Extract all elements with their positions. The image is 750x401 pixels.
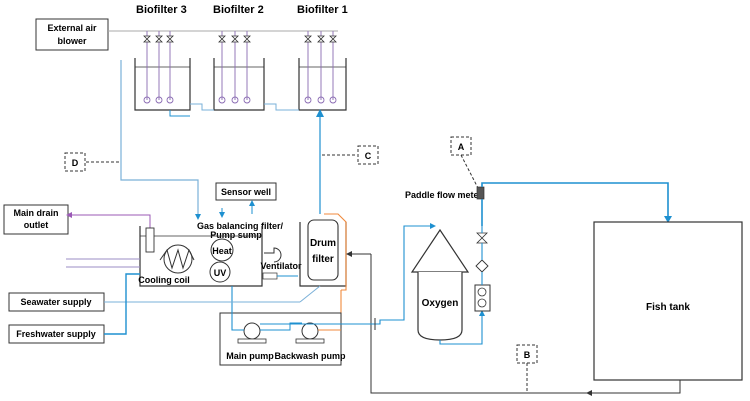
line-c-arrow (316, 109, 324, 117)
gas-balancing-label-2: Pump sump (210, 230, 262, 240)
ventilator: Ventilator (260, 247, 302, 280)
point-a-label: A (458, 142, 465, 152)
freshwater-supply-label: Freshwater supply (16, 329, 96, 339)
freshwater-supply: Freshwater supply (8, 324, 105, 344)
external-air-blower-label-1: External air (47, 23, 97, 33)
heater: Heat (210, 238, 234, 262)
drum-filter: Drum filter (299, 219, 347, 287)
point-d-marker: D (64, 152, 119, 172)
heat-label: Heat (212, 246, 232, 256)
main-drain-arrow (66, 212, 72, 218)
uv-unit: UV (209, 261, 231, 283)
uv-label: UV (214, 268, 227, 278)
oxygen-outlet-line (439, 312, 483, 345)
tank-return-arrow (586, 390, 592, 396)
point-d-label: D (72, 158, 79, 168)
external-air-blower: External air blower (35, 18, 109, 51)
biofilter-1-diffusers (304, 31, 337, 104)
biofilter-2-diffusers (218, 31, 251, 104)
drain-standpipe (145, 227, 155, 253)
cooling-coil-label: Cooling coil (138, 275, 190, 285)
main-drain-label-1: Main drain (13, 208, 58, 218)
main-drain-label-2: outlet (24, 220, 49, 230)
point-c-label: C (365, 151, 372, 161)
drum-inlet-arrow (346, 251, 352, 257)
point-c-marker: C (322, 145, 379, 165)
sump-to-main-pump (231, 286, 244, 331)
point-b-marker: B (516, 344, 538, 393)
seawater-supply: Seawater supply (8, 292, 105, 312)
biofilter-3-outflow (169, 110, 190, 117)
flow-instruments (474, 226, 491, 312)
oxygen-outlet-arrow (479, 310, 485, 316)
pump-crossover (260, 322, 302, 331)
point-a-marker: A (450, 136, 479, 189)
main-drain-line (68, 214, 151, 230)
seawater-to-drum (299, 285, 321, 303)
biofilter-2-header: Biofilter 2 (213, 4, 264, 16)
oxygen-label: Oxygen (422, 298, 459, 309)
freshwater-line (104, 273, 140, 335)
fish-tank-label: Fish tank (646, 302, 690, 313)
biofilter-3-header: Biofilter 3 (136, 4, 187, 16)
oxygen-cone: Oxygen (410, 228, 470, 341)
biofilter-1 (298, 58, 347, 111)
point-b-label: B (524, 350, 531, 360)
backwash-spray-line (324, 213, 347, 291)
backwash-pump-label: Backwash pump (274, 351, 346, 361)
pump-sump-tank (139, 226, 263, 287)
paddle-flow-meter (476, 186, 485, 200)
oxygen-inlet-arrow (430, 223, 436, 229)
biofilter-1-header: Biofilter 1 (297, 4, 348, 16)
gas-balancing-label-1: Gas balancing filter/ (197, 221, 284, 231)
ventilator-label: Ventilator (260, 261, 302, 271)
fish-tank: Fish tank (593, 221, 743, 381)
external-air-blower-label-2: blower (57, 36, 87, 46)
biofilter-2 (213, 58, 265, 111)
drum-filter-label-1: Drum (310, 238, 336, 249)
fish-tank-inlet-arrow (664, 216, 672, 223)
main-pump: Main pump (226, 322, 274, 361)
fish-tank-supply-line (481, 182, 669, 226)
cooling-coil: Cooling coil (138, 244, 195, 285)
sensor-well: Sensor well (215, 182, 277, 218)
biofilter-link-3-2 (190, 103, 214, 111)
main-pump-label: Main pump (226, 351, 274, 361)
seawater-supply-label: Seawater supply (20, 297, 91, 307)
biofilter-link-2-1 (264, 103, 299, 111)
main-drain-outlet: Main drain outlet (3, 204, 69, 235)
main-pump-discharge (260, 225, 432, 325)
sensor-well-label: Sensor well (221, 187, 271, 197)
air-valves (143, 35, 337, 43)
paddle-flow-meter-label: Paddle flow meter (405, 190, 483, 200)
return-line-arrow (195, 214, 201, 220)
biofilter-3 (134, 58, 191, 111)
drum-filter-label-2: filter (312, 254, 334, 265)
backwash-pump: Backwash pump (274, 322, 346, 361)
return-line-d (120, 60, 199, 218)
biofilter-3-diffusers (143, 31, 174, 104)
